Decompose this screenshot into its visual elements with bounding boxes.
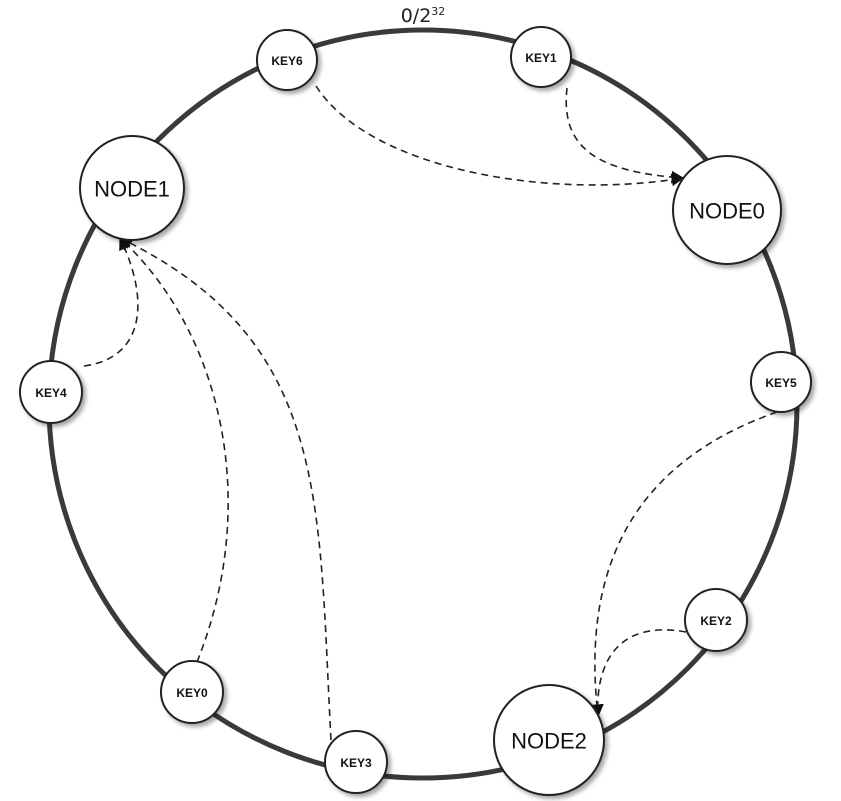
- server-node-node2: NODE2: [493, 684, 605, 796]
- edge-key1-to-node0: [565, 87, 685, 184]
- key-node-key1: KEY1: [510, 26, 572, 88]
- key-node-key6: KEY6: [256, 29, 318, 91]
- node-circle: [493, 684, 605, 796]
- node-circle: [79, 135, 185, 241]
- key-node-key5: KEY5: [750, 351, 812, 413]
- node-circle: [324, 730, 388, 794]
- edge-key5-to-node2: [590, 411, 778, 718]
- node-circle: [160, 660, 224, 724]
- node-label: KEY4: [35, 386, 67, 400]
- ring-origin-label: 0/232: [401, 5, 446, 27]
- key-node-key4: KEY4: [19, 360, 83, 424]
- node-label: KEY0: [176, 686, 208, 700]
- node-circle: [672, 155, 782, 265]
- edge-key0-to-node1: [119, 237, 229, 663]
- mapping-edges: [83, 85, 778, 741]
- edge-key3-to-node1: [118, 237, 332, 741]
- node-circle: [750, 351, 812, 413]
- node-label: NODE2: [511, 729, 587, 754]
- key-node-key3: KEY3: [324, 730, 388, 794]
- node-label: KEY5: [765, 376, 797, 390]
- hash-ring: [46, 27, 800, 781]
- key-node-key2: KEY2: [684, 588, 748, 652]
- node-circle: [510, 26, 572, 88]
- node-label: NODE0: [689, 199, 765, 224]
- edge-key4-to-node1: [83, 236, 139, 367]
- node-label: KEY6: [271, 54, 303, 68]
- node-label: NODE1: [94, 177, 170, 202]
- node-label: KEY3: [340, 756, 372, 770]
- node-circle: [684, 588, 748, 652]
- key-node-key0: KEY0: [160, 660, 224, 724]
- node-label: KEY2: [700, 614, 732, 628]
- server-node-node0: NODE0: [672, 155, 782, 265]
- node-circle: [19, 360, 83, 424]
- edge-key6-to-node0: [315, 85, 685, 187]
- node-circle: [256, 29, 318, 91]
- server-node-node1: NODE1: [79, 135, 185, 241]
- node-label: KEY1: [525, 51, 557, 65]
- edge-key2-to-node2: [590, 629, 687, 718]
